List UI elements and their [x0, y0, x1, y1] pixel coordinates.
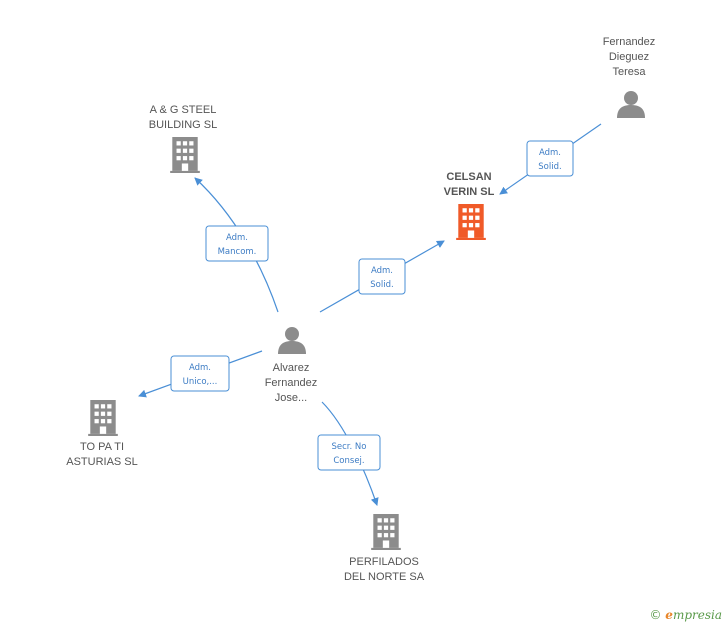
node-label-line2: Dieguez: [609, 51, 649, 63]
edge-label-line2: Solid.: [538, 162, 561, 172]
node-agsteel[interactable]: A & G STEEL BUILDING SL: [149, 104, 217, 173]
node-label-line2: BUILDING SL: [149, 119, 217, 131]
node-topati[interactable]: TO PA TI ASTURIAS SL: [66, 400, 138, 468]
edge-label-line2: Unico,...: [183, 377, 218, 387]
copyright-symbol: ©: [649, 608, 662, 622]
node-label-line3: Teresa: [612, 66, 646, 78]
node-label-line1: TO PA TI: [80, 441, 124, 453]
node-label-line1: Fernandez: [603, 36, 656, 48]
edge-alvarez-perfilados: Secr. No Consej.: [317, 401, 381, 506]
edge-label-line1: Adm.: [226, 233, 248, 243]
edge-alvarez-celsan: Adm. Solid.: [319, 240, 445, 313]
building-icon: [170, 137, 200, 173]
node-perfilados[interactable]: PERFILADOS DEL NORTE SA: [344, 514, 425, 583]
brand-watermark: © empresia: [649, 608, 722, 622]
edge-alvarez-topati: Adm. Unico,...: [138, 350, 263, 398]
node-fernandez[interactable]: Fernandez Dieguez Teresa: [603, 36, 656, 118]
building-icon: [456, 204, 486, 240]
node-label-line3: Jose...: [275, 392, 307, 404]
person-icon: [278, 327, 306, 354]
node-label-line2: DEL NORTE SA: [344, 571, 425, 583]
node-alvarez[interactable]: Alvarez Fernandez Jose...: [265, 327, 318, 404]
node-label-line1: PERFILADOS: [349, 556, 419, 568]
edge-label-line1: Secr. No: [332, 442, 367, 452]
building-icon: [88, 400, 118, 436]
edge-label-line2: Mancom.: [218, 247, 257, 257]
edge-alvarez-agsteel: Adm. Mancom.: [194, 177, 279, 313]
node-label-line2: VERIN SL: [444, 186, 495, 198]
node-celsan[interactable]: CELSAN VERIN SL: [444, 171, 495, 240]
edge-label-line1: Adm.: [371, 266, 393, 276]
edge-label-line2: Solid.: [370, 280, 393, 290]
node-label-line1: CELSAN: [446, 171, 491, 183]
edge-fernandez-celsan: Adm. Solid.: [499, 123, 602, 195]
edge-label-line2: Consej.: [333, 456, 364, 466]
person-icon: [617, 91, 645, 118]
brand-logo-initial: e: [665, 608, 673, 622]
building-icon: [371, 514, 401, 550]
edge-label-line1: Adm.: [189, 363, 211, 373]
node-label-line1: Alvarez: [273, 362, 310, 374]
edge-label-line1: Adm.: [539, 148, 561, 158]
node-label-line1: A & G STEEL: [150, 104, 217, 116]
node-label-line2: ASTURIAS SL: [66, 456, 138, 468]
brand-logo-name: mpresia: [672, 608, 722, 622]
node-label-line2: Fernandez: [265, 377, 318, 389]
